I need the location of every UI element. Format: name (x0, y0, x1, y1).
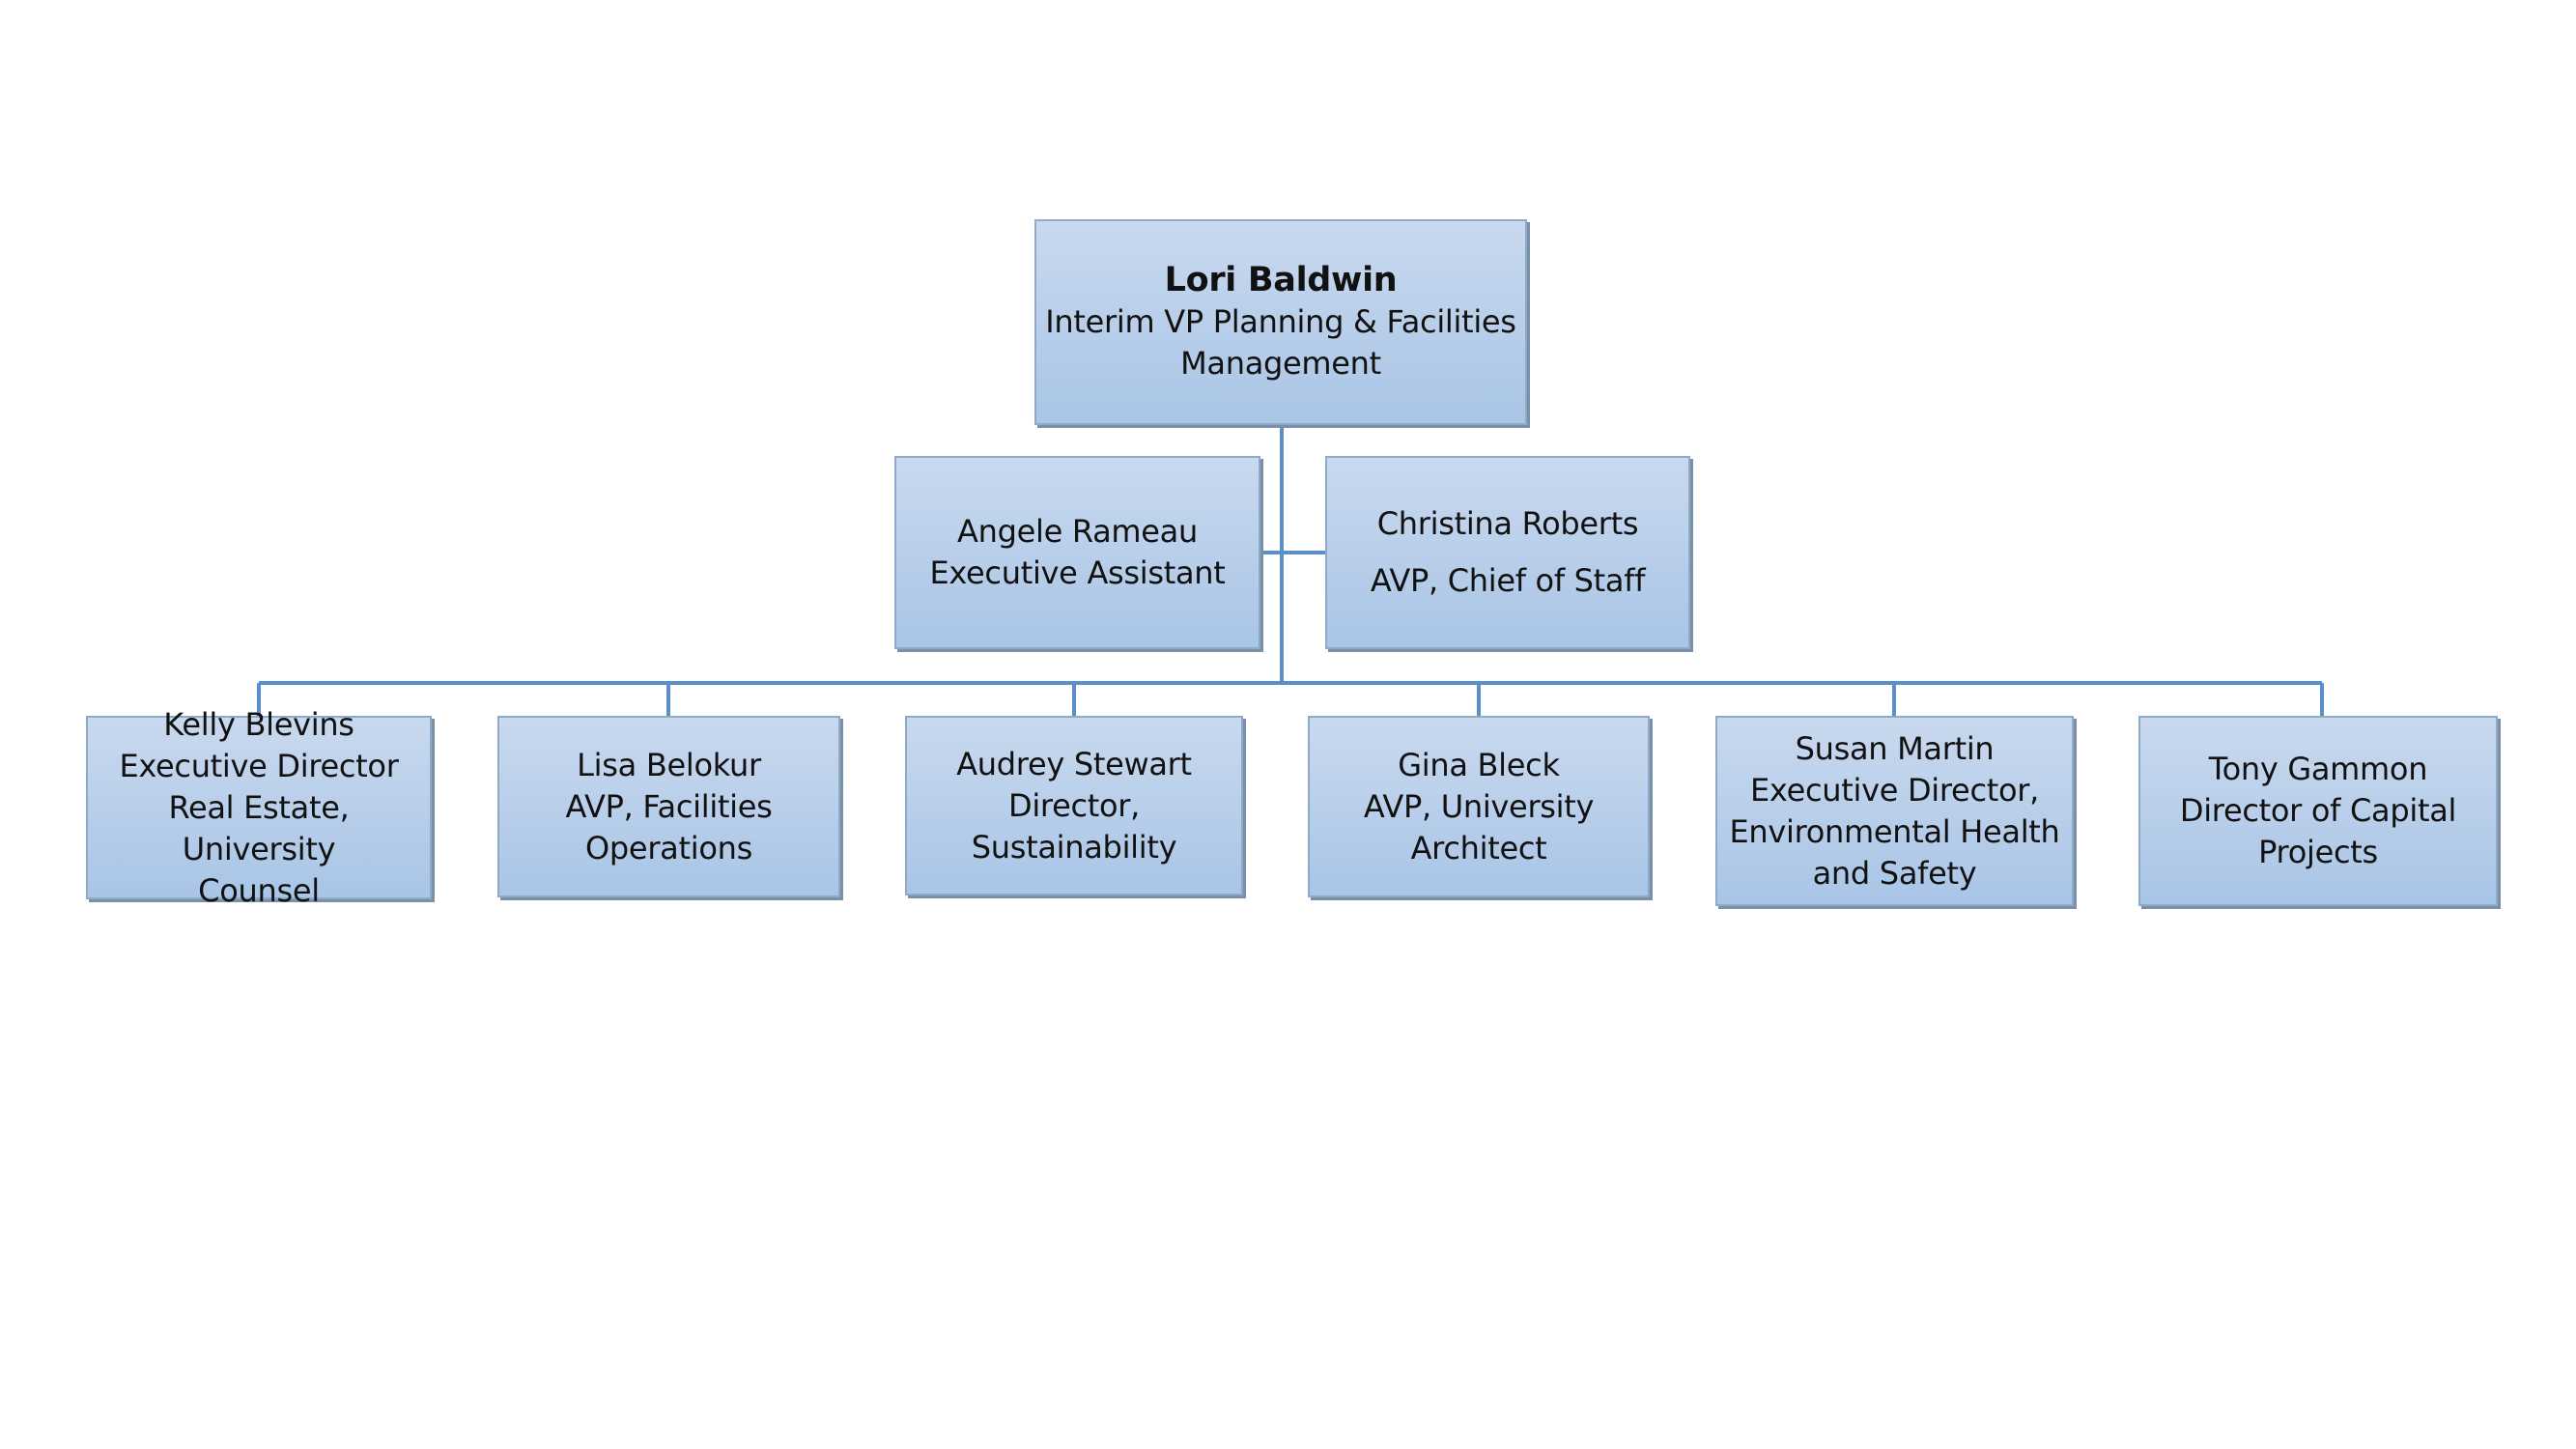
report-title-line: Environmental Health (1729, 812, 2060, 850)
report-name: Audrey Stewart (956, 745, 1192, 782)
report-node-tony-gammon: Tony Gammon Director of Capital Projects (2138, 716, 2498, 906)
head-node: Lori Baldwin Interim VP Planning & Facil… (1034, 219, 1527, 425)
head-title-line-2: Management (1180, 345, 1381, 382)
report-name: Gina Bleck (1398, 746, 1560, 783)
report-title-line: Executive Director, (1750, 771, 2039, 809)
report-node-gina-bleck: Gina Bleck AVP, University Architect (1308, 716, 1650, 897)
staff-title: Executive Assistant (929, 554, 1226, 591)
report-title-line: Executive Director (119, 747, 399, 784)
report-name: Tony Gammon (2208, 751, 2428, 787)
report-title-line: Director of Capital (2179, 792, 2457, 829)
report-title-line: AVP, Facilities (565, 787, 773, 825)
report-name: Lisa Belokur (577, 746, 761, 783)
report-title-line: Projects (2258, 834, 2378, 870)
staff-name: Christina Roberts (1376, 505, 1639, 542)
staff-node-angele-rameau: Angele Rameau Executive Assistant (894, 456, 1260, 649)
staff-name: Angele Rameau (957, 513, 1198, 550)
staff-node-christina-roberts: Christina Roberts AVP, Chief of Staff (1325, 456, 1690, 649)
report-title-line: Sustainability (971, 828, 1177, 866)
report-title-line: Real Estate, University (168, 788, 350, 867)
report-node-kelly-blevins: Kelly Blevins Executive Director Real Es… (86, 706, 432, 909)
report-node-lisa-belokur: Lisa Belokur AVP, Facilities Operations (497, 716, 840, 897)
report-title-line: Counsel (198, 871, 320, 909)
report-name: Kelly Blevins (163, 705, 354, 743)
report-title-line: and Safety (1812, 854, 1977, 892)
report-name: Susan Martin (1795, 729, 1995, 767)
report-title-line: AVP, University (1363, 787, 1595, 825)
report-title-line: Operations (585, 829, 752, 867)
report-node-audrey-stewart: Audrey Stewart Director, Sustainability (905, 716, 1243, 895)
head-name: Lori Baldwin (1164, 261, 1398, 299)
head-title-line-1: Interim VP Planning & Facilities (1045, 303, 1516, 340)
report-node-susan-martin: Susan Martin Executive Director, Environ… (1715, 716, 2074, 906)
report-title-line: Architect (1410, 829, 1547, 867)
staff-title: AVP, Chief of Staff (1370, 562, 1646, 599)
report-title-line: Director, (1007, 786, 1141, 824)
